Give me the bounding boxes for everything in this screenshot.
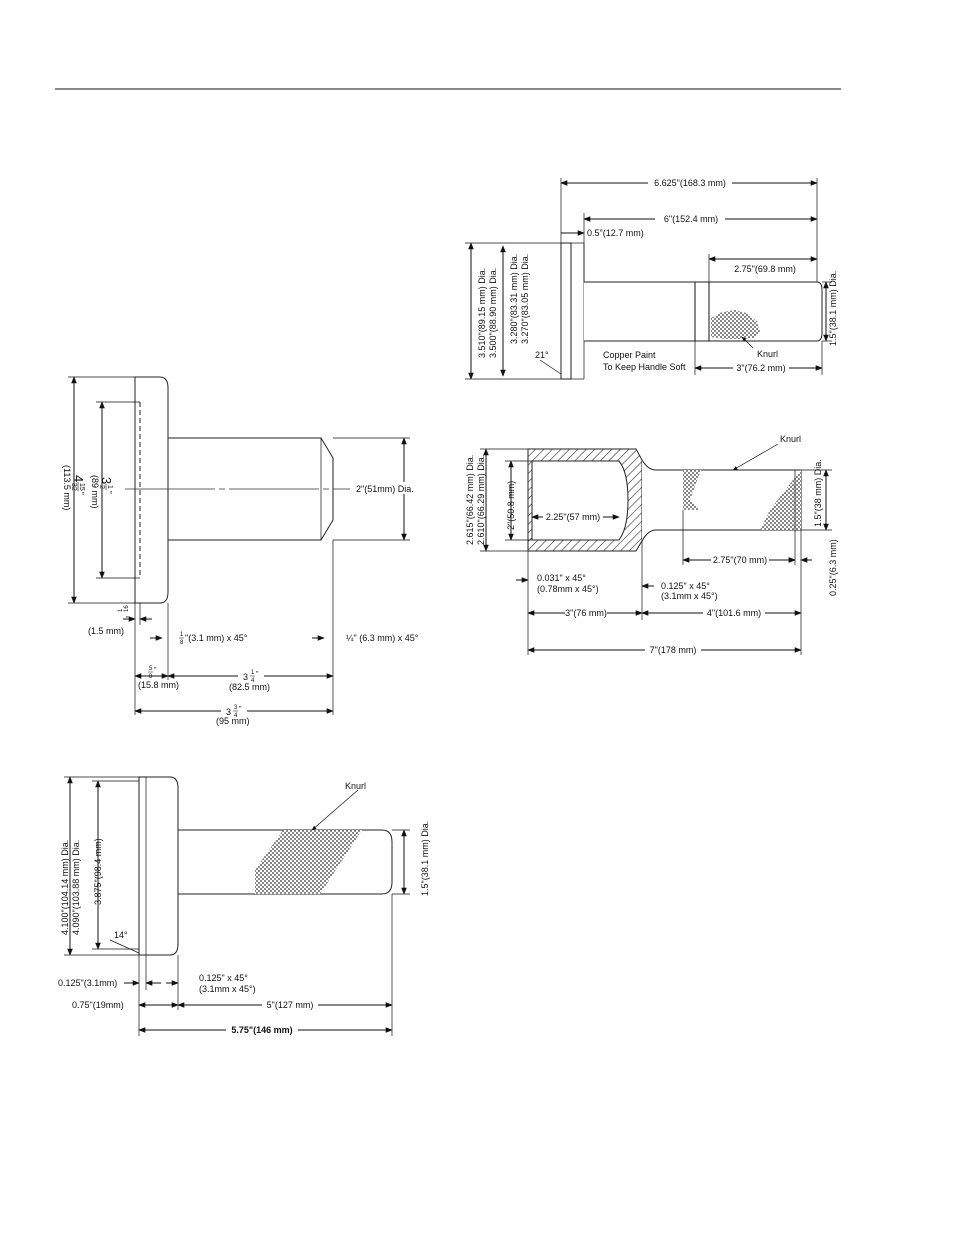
d1-shank-length: 6"(152.4 mm) bbox=[664, 214, 718, 224]
d1-knurl-label: Knurl bbox=[757, 349, 778, 359]
d2-shank-diameter: 2"(51mm) Dia. bbox=[356, 484, 414, 494]
d2-inner-dia-num: 1 bbox=[106, 485, 113, 489]
d2-small-frac-den: 16 bbox=[124, 605, 130, 612]
d4-chamfer: 0.125" x 45° bbox=[199, 973, 248, 983]
d4-knurl-label: Knurl bbox=[345, 781, 366, 791]
d2-head-num: 5 bbox=[149, 666, 153, 672]
knurl-texture bbox=[711, 310, 760, 339]
d3-bore-depth: 2.25"(57 mm) bbox=[546, 512, 600, 522]
d2-inner-dia-mm: (89 mm) bbox=[90, 475, 100, 509]
d2-small-frac-num: 1 bbox=[118, 608, 124, 612]
d2-outer-dia-den: 32 bbox=[70, 483, 77, 491]
d1-face-diameter: 3.280"(83.31 mm) Dia. bbox=[509, 254, 519, 344]
d2-outer-dia-unit: " bbox=[76, 492, 85, 495]
d3-head-length: 3"(76 mm) bbox=[565, 608, 607, 618]
d3-shank-diameter: 1.5"(38 mm) Dia. bbox=[813, 459, 823, 527]
d1-head-thickness: 0.5"(12.7 mm) bbox=[587, 228, 644, 238]
d4-outer-diameter: 4.100"(104.14 mm) Dia. bbox=[60, 840, 70, 935]
d2-outer-dia-num: 15 bbox=[78, 483, 85, 491]
knurl-texture bbox=[255, 830, 362, 894]
d3-chamfer-a-mm: (0.78mm x 45°) bbox=[537, 584, 599, 594]
d4-shank-length: 5"(127 mm) bbox=[267, 1000, 314, 1010]
drawing-3: Knurl 2.615"(66.42 mm) Dia. 2.610"(66.29… bbox=[465, 434, 838, 656]
d4-face-diameter: 3.875"(98.4 mm) bbox=[93, 838, 103, 905]
d2-head-unit: " bbox=[154, 667, 157, 674]
d2-total-unit: " bbox=[239, 706, 242, 713]
d2-shank-den: 4 bbox=[251, 678, 255, 684]
d3-knurl-label: Knurl bbox=[780, 434, 801, 444]
drawing-2: 3 1 2 " (89 mm) 4 15 32 " (113.5 mm) 2"(… bbox=[62, 376, 434, 726]
d1-copper-note-line1: Copper Paint bbox=[603, 350, 656, 360]
d2-chamfer-2: ¼" (6.3 mm) x 45° bbox=[346, 633, 419, 643]
d2-head-mm: (15.8 mm) bbox=[138, 680, 179, 690]
knurl-texture bbox=[683, 470, 701, 510]
d2-inner-dia-whole: 3 bbox=[99, 477, 114, 484]
d2-chamfer-1-den: 8 bbox=[180, 640, 184, 646]
d1-overall-length: 6.625"(168.3 mm) bbox=[654, 178, 726, 188]
d4-angle: 14° bbox=[114, 930, 128, 940]
d1-angle: 21° bbox=[535, 350, 549, 360]
d2-inner-dia-den: 2 bbox=[98, 485, 105, 489]
d1-knurl-length: 2.75"(69.8 mm) bbox=[734, 264, 796, 274]
d2-total-num: 3 bbox=[234, 705, 238, 711]
d1-face-diameter-alt: 3.270"(83.05 mm) Dia. bbox=[520, 254, 530, 344]
d3-chamfer-b: 0.125" x 45° bbox=[661, 581, 710, 591]
d2-chamfer-1-num: 1 bbox=[180, 632, 184, 638]
d2-outer-dia-mm: (113.5 mm) bbox=[62, 465, 72, 510]
d4-head-length: 0.75"(19mm) bbox=[72, 1000, 124, 1010]
d3-total-length: 7"(178 mm) bbox=[650, 645, 697, 655]
drawing-4: Knurl 4.100"(104.14 mm) Dia. 4.090"(103.… bbox=[58, 776, 430, 1036]
d2-chamfer-1: "(3.1 mm) x 45° bbox=[185, 633, 248, 643]
knurl-texture bbox=[760, 470, 801, 530]
d3-bore-diameter: 2"(50.8 mm) bbox=[506, 481, 516, 530]
d3-chamfer-b-mm: (3.1mm x 45°) bbox=[661, 591, 718, 601]
d4-total-length: 5.75"(146 mm) bbox=[231, 1025, 292, 1035]
d2-shank-whole: 3 bbox=[243, 672, 248, 682]
drawing-1: 6.625"(168.3 mm) 6"(152.4 mm) 0.5"(12.7 … bbox=[465, 177, 838, 380]
d2-shank-mm: (82.5 mm) bbox=[229, 682, 270, 692]
d1-shank-diameter: 1.5"(38.1 mm) Dia. bbox=[828, 271, 838, 346]
d1-handle-length: 3"(76.2 mm) bbox=[736, 363, 785, 373]
d3-end-length: 0.25"(6.3 mm) bbox=[828, 539, 838, 596]
d2-total-mm: (95 mm) bbox=[216, 716, 250, 726]
d1-outer-diameter: 3.510"(89.15 mm) Dia. bbox=[477, 268, 487, 358]
d1-copper-note-line2: To Keep Handle Soft bbox=[603, 362, 686, 372]
d3-chamfer-a: 0.031" x 45° bbox=[537, 573, 586, 583]
d3-outer-diameter-alt: 2.610"(66.29 mm) Dia. bbox=[476, 455, 486, 545]
d2-shank-num: 1 bbox=[251, 670, 255, 676]
d4-lip: 0.125"(3.1mm) bbox=[58, 978, 117, 988]
d4-outer-diameter-alt: 4.090"(103.88 mm) Dia. bbox=[71, 840, 81, 935]
d3-knurl-length: 2.75"(70 mm) bbox=[713, 555, 767, 565]
d3-shank-length: 4"(101.6 mm) bbox=[707, 608, 761, 618]
d2-total-whole: 3 bbox=[226, 707, 231, 717]
d2-inner-dia-unit: " bbox=[104, 491, 113, 494]
d2-small-frac-unit: " bbox=[126, 616, 129, 623]
d3-outer-diameter: 2.615"(66.42 mm) Dia. bbox=[465, 455, 475, 545]
d2-head-den: 8 bbox=[149, 674, 153, 680]
d4-shank-diameter: 1.5"(38.1 mm) Dia. bbox=[420, 821, 430, 896]
d2-small-mm: (1.5 mm) bbox=[88, 626, 124, 636]
d2-outer-dia-whole: 4 bbox=[71, 475, 86, 482]
d1-outer-diameter-alt: 3.500"(88.90 mm) Dia. bbox=[488, 268, 498, 358]
d2-total-den: 4 bbox=[234, 713, 238, 719]
d2-shank-unit: " bbox=[256, 671, 259, 678]
d4-chamfer-mm: (3.1mm x 45°) bbox=[199, 984, 256, 994]
